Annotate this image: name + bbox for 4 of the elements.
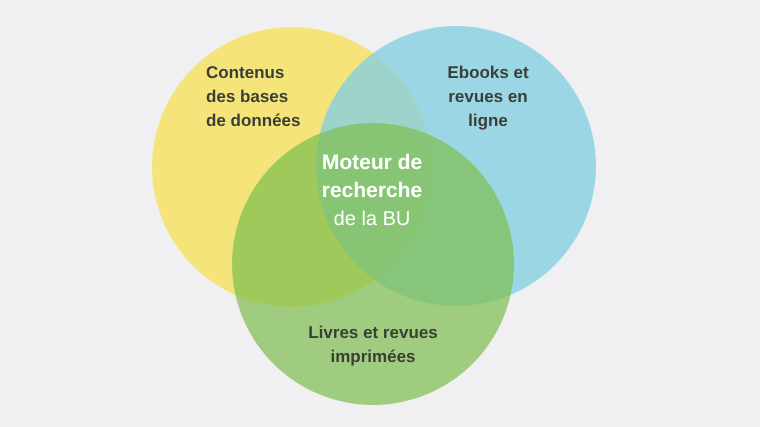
circle-heading: Contenus des bases de données — [206, 62, 302, 132]
circle-heading: Ebooks et revues en ligne — [446, 62, 530, 132]
overlap-label: Moteur de recherche de la BU — [320, 150, 424, 232]
circle-heading: Livres et revues imprimées — [307, 322, 439, 368]
